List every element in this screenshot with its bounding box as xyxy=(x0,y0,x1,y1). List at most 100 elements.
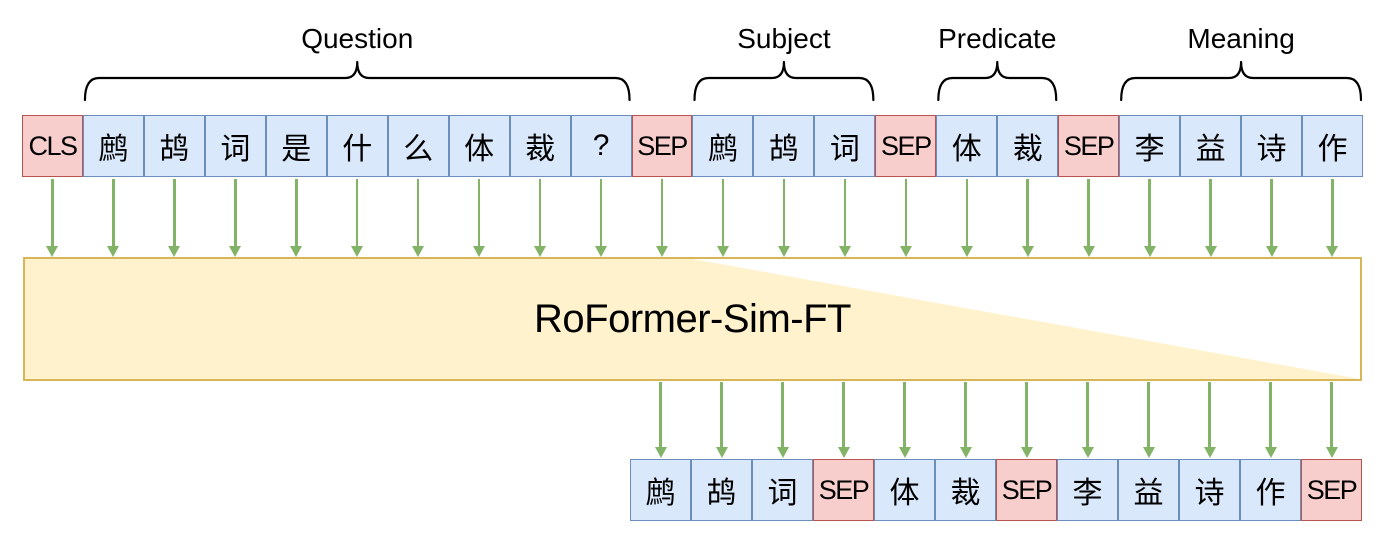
arrow-shaft xyxy=(720,382,723,448)
output-token-cell: 体 xyxy=(874,459,935,521)
arrow-head xyxy=(351,246,364,257)
down-arrow-icon xyxy=(22,179,83,257)
arrow-head xyxy=(229,246,242,257)
input-token-cell: ? xyxy=(570,115,632,177)
segment-label-question: Question xyxy=(301,23,414,54)
down-arrow-icon xyxy=(205,179,266,257)
down-arrow-icon xyxy=(1119,179,1180,257)
output-token-special-cell: SEP xyxy=(1301,459,1362,521)
input-token-cell: 鸪 xyxy=(753,115,815,177)
input-token-cell: 什 xyxy=(326,115,388,177)
arrow-head xyxy=(960,246,973,257)
arrow-shaft xyxy=(1147,382,1150,448)
down-arrow-icon xyxy=(813,382,874,458)
arrow-shaft xyxy=(781,382,784,448)
subject-brace xyxy=(693,60,875,102)
input-token-cell: 鹧 xyxy=(692,115,754,177)
down-arrow-icon xyxy=(1302,179,1363,257)
down-arrow-icon xyxy=(510,179,571,257)
output-token-cell: 裁 xyxy=(935,459,996,521)
arrow-head xyxy=(899,246,912,257)
arrow-head xyxy=(595,246,608,257)
input-token-cell: 体 xyxy=(448,115,510,177)
arrow-head xyxy=(959,447,972,458)
arrow-shaft xyxy=(1086,382,1089,448)
arrow-shaft xyxy=(965,179,969,247)
arrow-shaft xyxy=(538,179,542,247)
output-token-special-cell: SEP xyxy=(996,459,1057,521)
arrow-head xyxy=(1204,246,1217,257)
down-arrow-icon xyxy=(996,382,1057,458)
input-token-cell: 么 xyxy=(387,115,449,177)
arrow-shaft xyxy=(843,179,847,247)
arrow-shaft xyxy=(1148,179,1151,247)
arrow-shaft xyxy=(1087,179,1090,247)
output-token-cell: 益 xyxy=(1118,459,1179,521)
input-token-cell: 体 xyxy=(936,115,998,177)
input-token-special-cell: SEP xyxy=(875,115,937,177)
arrow-shaft xyxy=(416,179,420,247)
down-arrow-icon xyxy=(571,179,632,257)
output-arrows xyxy=(630,382,1362,458)
arrow-shaft xyxy=(1209,179,1212,247)
input-token-cell: 鹧 xyxy=(82,115,144,177)
down-arrow-icon xyxy=(1179,382,1240,458)
down-arrow-icon xyxy=(83,179,144,257)
down-arrow-icon xyxy=(935,382,996,458)
input-token-special-cell: SEP xyxy=(631,115,693,177)
arrow-head xyxy=(46,246,59,257)
input-token-cell: 作 xyxy=(1302,115,1363,177)
down-arrow-icon xyxy=(814,179,875,257)
arrow-head xyxy=(1203,447,1216,458)
arrow-head xyxy=(1082,246,1095,257)
model-box: RoFormer-Sim-FT xyxy=(23,257,1362,381)
arrow-head xyxy=(656,246,668,257)
down-arrow-icon xyxy=(1118,382,1179,458)
arrow-head xyxy=(716,246,729,257)
arrow-shaft xyxy=(173,179,176,247)
input-token-special-cell: SEP xyxy=(1058,115,1120,177)
down-arrow-icon xyxy=(1240,382,1301,458)
arrow-head xyxy=(1265,246,1278,257)
arrow-shaft xyxy=(660,179,664,247)
arrow-shaft xyxy=(234,179,237,247)
arrow-head xyxy=(1021,246,1034,257)
output-token-special-cell: SEP xyxy=(813,459,874,521)
arrow-shaft xyxy=(842,382,845,448)
down-arrow-icon xyxy=(1180,179,1241,257)
arrow-shaft xyxy=(1025,382,1028,448)
predicate-brace xyxy=(937,60,1058,102)
input-token-cell: 词 xyxy=(204,115,266,177)
arrow-shaft xyxy=(477,179,481,247)
arrow-head xyxy=(837,447,850,458)
meaning-brace xyxy=(1120,60,1363,102)
arrow-head xyxy=(898,447,911,458)
down-arrow-icon xyxy=(936,179,997,257)
arrow-shaft xyxy=(1269,382,1272,448)
arrow-shaft xyxy=(721,179,725,247)
arrow-shaft xyxy=(782,179,786,247)
arrow-head xyxy=(107,246,120,257)
output-token-cell: 鹧 xyxy=(630,459,691,521)
down-arrow-icon xyxy=(1057,382,1118,458)
arrow-head xyxy=(654,447,667,458)
arrow-shaft xyxy=(1208,382,1211,448)
output-token-cell: 李 xyxy=(1057,459,1118,521)
output-token-cell: 词 xyxy=(752,459,813,521)
arrow-shaft xyxy=(964,382,967,448)
input-token-special-cell: CLS xyxy=(22,115,83,177)
arrow-head xyxy=(534,246,547,257)
down-arrow-icon xyxy=(752,382,813,458)
arrow-shaft xyxy=(904,179,908,247)
input-token-cell: 裁 xyxy=(997,115,1059,177)
question-brace xyxy=(83,60,631,102)
down-arrow-icon xyxy=(1301,382,1362,458)
down-arrow-icon xyxy=(266,179,327,257)
arrow-head xyxy=(473,246,486,257)
arrow-head xyxy=(1326,246,1339,257)
arrow-head xyxy=(1325,447,1338,458)
down-arrow-icon xyxy=(875,179,936,257)
down-arrow-icon xyxy=(630,382,691,458)
input-token-cell: 词 xyxy=(814,115,876,177)
